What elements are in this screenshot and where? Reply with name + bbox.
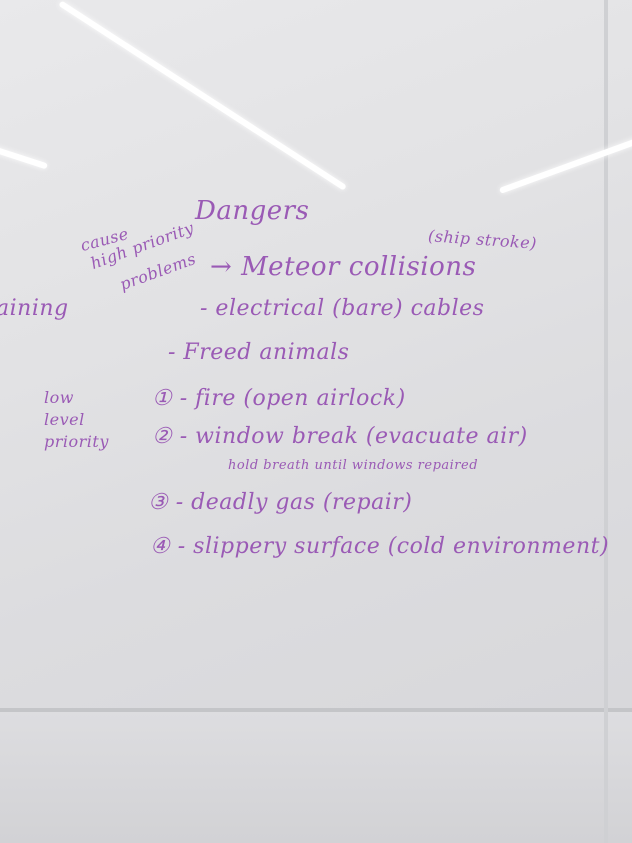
panel-seam-vertical	[604, 0, 608, 843]
low-level-priority-line: priority	[44, 432, 109, 451]
window-note: hold breath until windows repaired	[228, 458, 479, 473]
left-cut-text: aining	[0, 296, 69, 321]
panel-seam-horizontal	[0, 708, 632, 714]
low-level-priority-line: low	[44, 388, 74, 407]
numbered-item: ② - window break (evacuate air)	[152, 424, 528, 449]
danger-item: - Freed animals	[168, 340, 350, 365]
item-number: ④	[150, 534, 171, 559]
numbered-item: ① - fire (open airlock)	[152, 386, 406, 411]
numbered-item: ③ - deadly gas (repair)	[148, 490, 412, 515]
item-text: - window break (evacuate air)	[179, 424, 528, 449]
item-text: - slippery surface (cold environment)	[177, 534, 610, 559]
item-number: ①	[152, 386, 173, 411]
item-number: ②	[152, 424, 173, 449]
item-text: - deadly gas (repair)	[175, 490, 413, 515]
lower-panel	[0, 712, 632, 843]
numbered-item: ④ - slippery surface (cold environment)	[150, 534, 609, 559]
danger-item: - electrical (bare) cables	[200, 296, 485, 321]
danger-item: → Meteor collisions	[210, 252, 477, 282]
item-number: ③	[148, 490, 169, 515]
board-title: Dangers	[195, 196, 310, 226]
danger-item-text: Meteor collisions	[241, 252, 477, 282]
low-level-priority-line: level	[44, 410, 85, 429]
item-text: - fire (open airlock)	[179, 386, 406, 411]
